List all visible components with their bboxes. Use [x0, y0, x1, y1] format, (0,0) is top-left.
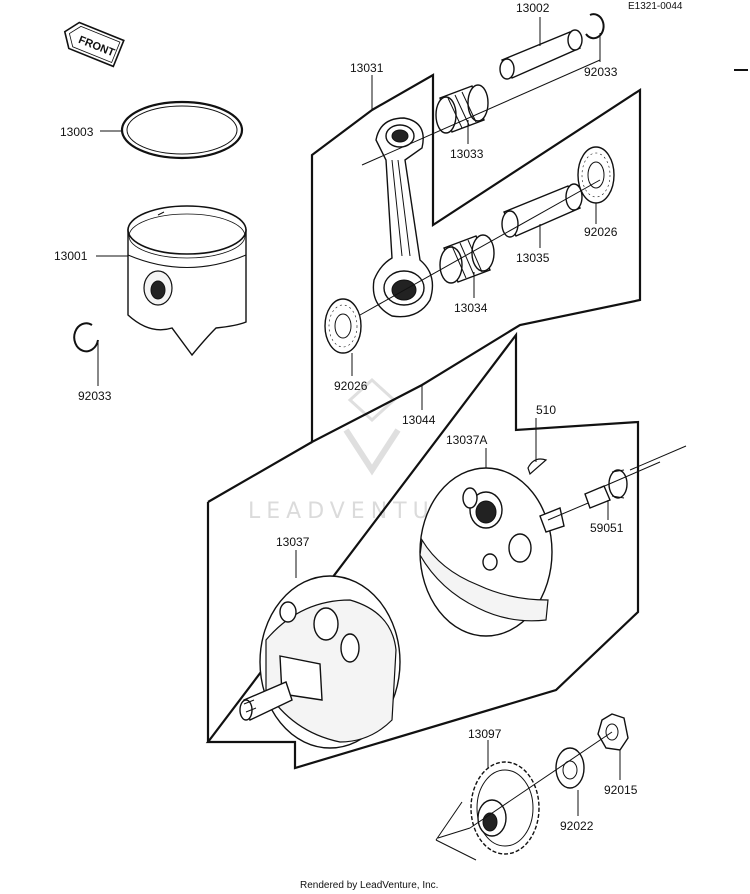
connecting-rod-13031: [372, 117, 434, 318]
part-label-13033: 13033: [450, 147, 484, 161]
piston-pin-13002: [499, 29, 583, 80]
part-label-92026-upper: 92026: [584, 225, 618, 239]
nut-92015: [597, 713, 629, 751]
part-label-510: 510: [536, 403, 556, 417]
crankshaft-right-13037A: [419, 467, 601, 637]
part-label-92026-lower: 92026: [334, 379, 368, 393]
part-number-labels: 13002 92033 13031 13003 13033 13001 9202…: [54, 1, 638, 833]
part-label-59051: 59051: [590, 521, 624, 535]
part-label-13037: 13037: [276, 535, 310, 549]
gear-59051: [584, 469, 628, 509]
woodruff-key-510: [527, 458, 548, 476]
front-arrow-icon: FRONT: [63, 21, 125, 68]
part-label-92022: 92022: [560, 819, 594, 833]
crankshaft-left-13037: [239, 575, 401, 749]
leader-lines: [96, 17, 621, 816]
part-label-92015: 92015: [604, 783, 638, 797]
needle-bearing-13034: [439, 234, 495, 284]
part-label-13002: 13002: [516, 1, 550, 15]
piston-pin-clip-92033-left: [73, 322, 99, 353]
part-label-13037A: 13037A: [446, 433, 487, 447]
piston-13001: [127, 205, 247, 357]
diagram-code: E1321-0044: [628, 1, 683, 12]
conrod-group-outline: [310, 73, 642, 444]
piston-ring-13003: [120, 100, 244, 160]
part-label-13034: 13034: [454, 301, 488, 315]
part-label-92033-left: 92033: [78, 389, 112, 403]
part-label-13031: 13031: [350, 61, 384, 75]
thrust-washer-92026-upper: [577, 146, 615, 204]
washer-92022: [555, 747, 585, 789]
primary-gear-13097: [470, 761, 540, 855]
crankshaft-group-outline: [205, 331, 640, 770]
leadventure-watermark: LEADVENTU: [248, 377, 435, 524]
part-label-92033-right: 92033: [584, 65, 618, 79]
part-label-13097: 13097: [468, 727, 502, 741]
part-label-13003: 13003: [60, 125, 94, 139]
watermark-text: LEADVENTU: [248, 499, 435, 524]
footer-credit: Rendered by LeadVenture, Inc.: [300, 880, 438, 891]
part-label-13001: 13001: [54, 249, 88, 263]
thrust-washer-92026-lower: [324, 298, 362, 354]
piston-pin-clip-92033-right: [585, 13, 605, 40]
part-label-13044: 13044: [402, 413, 436, 427]
crank-pin-13035: [501, 183, 583, 238]
part-label-13035: 13035: [516, 251, 550, 265]
needle-bearing-13033: [435, 84, 489, 134]
